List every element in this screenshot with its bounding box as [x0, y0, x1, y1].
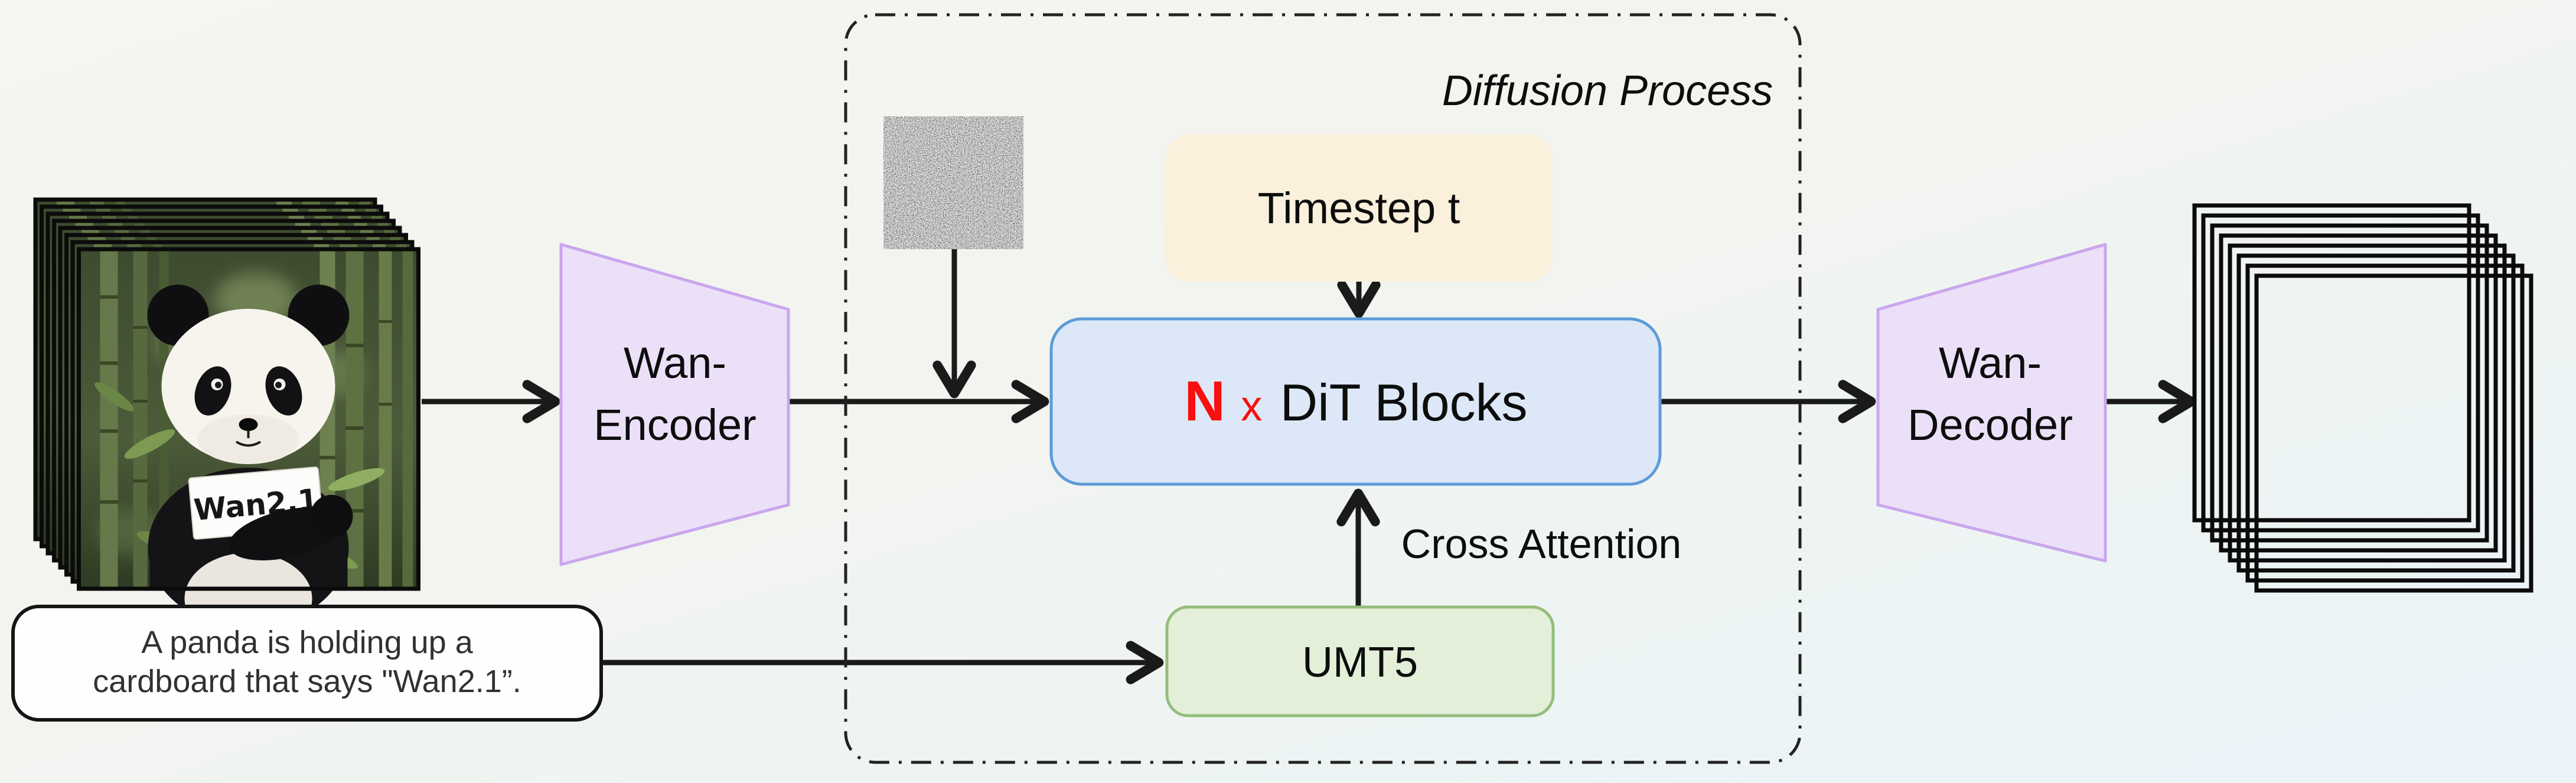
encoder-label-line2: Encoder	[594, 400, 757, 449]
wan-decoder-block: Wan- Decoder	[1876, 243, 2107, 563]
input-video-frames	[33, 197, 420, 645]
timestep-box: Timestep t	[1166, 135, 1553, 282]
output-front-frame	[2254, 273, 2533, 593]
wan-encoder-block: Wan- Encoder	[559, 243, 790, 566]
diffusion-process-title: Diffusion Process	[1442, 67, 1773, 115]
dit-times-symbol: x	[1241, 383, 1262, 430]
noise-latent-image	[883, 116, 1023, 249]
prompt-text-line1: A panda is holding up a	[141, 625, 473, 660]
dit-blocks-box: N x DiT Blocks	[1049, 317, 1662, 486]
flow-arrows	[422, 249, 2196, 684]
input-front-frame	[77, 247, 420, 645]
decoder-label-line1: Wan-	[1939, 338, 2042, 387]
dit-blocks-label: N x DiT Blocks	[1184, 370, 1527, 433]
timestep-label: Timestep t	[1258, 184, 1460, 233]
prompt-box: A panda is holding up a cardboard that s…	[11, 605, 603, 722]
prompt-text-line2: cardboard that says "Wan2.1”.	[93, 664, 521, 699]
dit-n-count: N	[1184, 370, 1225, 433]
output-video-frames	[2192, 203, 2533, 593]
encoder-label-line1: Wan-	[624, 338, 726, 387]
decoder-label-line2: Decoder	[1907, 400, 2073, 449]
cross-attention-label: Cross Attention	[1401, 521, 1682, 567]
umt5-label: UMT5	[1302, 639, 1418, 686]
dit-label-text: DiT Blocks	[1280, 373, 1528, 432]
umt5-box: UMT5	[1165, 605, 1555, 717]
